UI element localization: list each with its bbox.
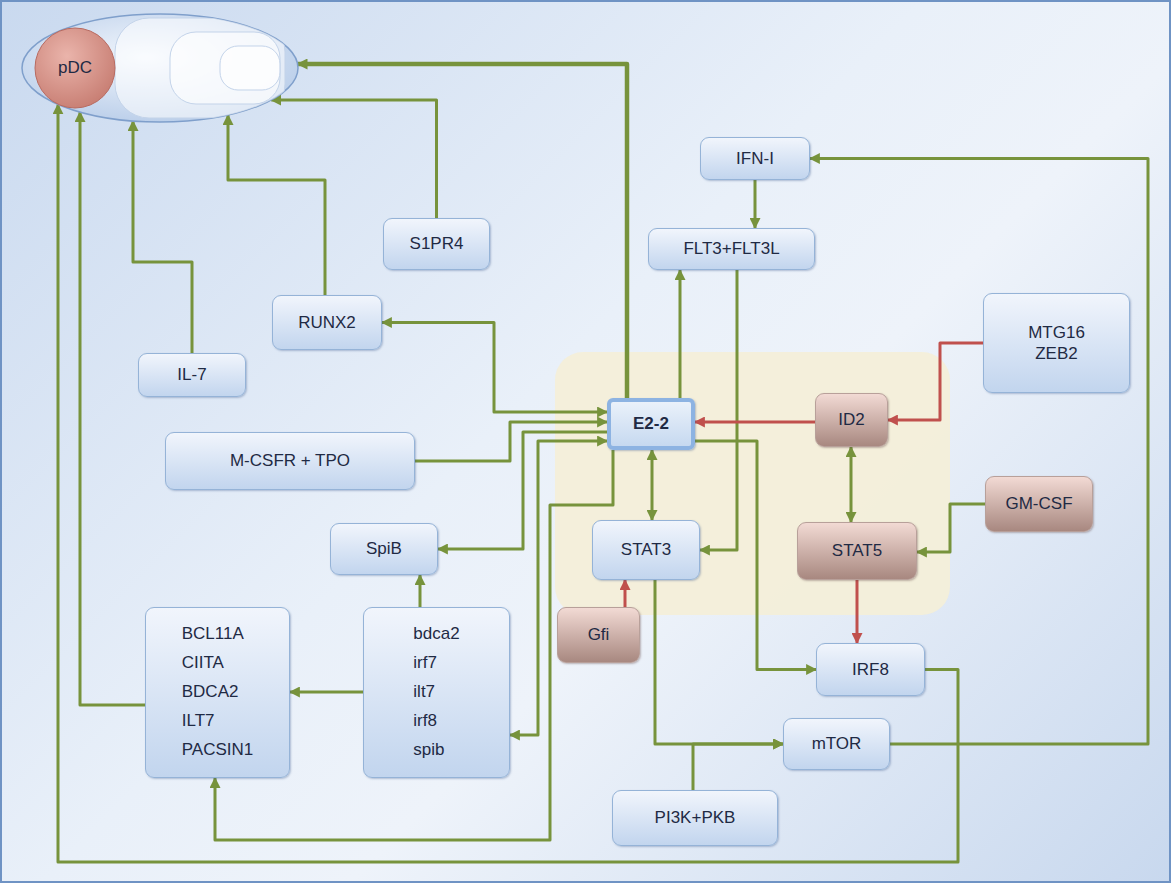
activation-arrow: [271, 100, 436, 218]
activation-arrow: [228, 115, 325, 295]
node-label: RUNX2: [298, 312, 356, 333]
node-label: PI3K+PKB: [655, 807, 736, 828]
inhibition-arrow: [856, 580, 859, 643]
activation-arrow: [655, 580, 783, 744]
node-label: E2-2: [633, 413, 669, 434]
activation-arrow: [850, 447, 853, 522]
node-label: S1PR4: [410, 233, 464, 254]
inhibition-arrow: [888, 343, 983, 420]
node-label: GM-CSF: [1005, 493, 1072, 514]
process-box: mTOR: [783, 718, 890, 770]
process-box: PI3K+PKB: [612, 790, 778, 846]
process-box: bdca2 irf7 ilt7 irf8 spib: [363, 607, 510, 778]
activation-arrow: [382, 323, 607, 413]
activation-arrow: [700, 270, 737, 550]
activation-arrow: [810, 159, 1148, 745]
activation-arrow: [754, 180, 757, 228]
process-box: IL-7: [138, 353, 246, 397]
inhibitor-box: ID2: [815, 393, 888, 447]
activation-arrow: [133, 121, 192, 353]
inhibition-arrow: [695, 421, 815, 424]
activation-arrow: [438, 432, 607, 549]
node-label: Gfi: [588, 624, 610, 645]
node-label: STAT3: [621, 539, 671, 560]
activation-arrow: [510, 441, 607, 735]
node-label: pDC: [40, 57, 110, 78]
activation-arrow: [290, 691, 363, 694]
node-label: STAT5: [832, 540, 882, 561]
process-box: STAT3: [592, 520, 700, 580]
node-label: mTOR: [812, 733, 862, 754]
fold: [115, 18, 285, 118]
cell-ellipse: pDC: [20, 12, 300, 124]
membrane-folds: [115, 18, 285, 118]
activation-arrow: [419, 575, 422, 607]
activation-arrow: [58, 104, 958, 862]
node-label: MTG16 ZEB2: [1028, 322, 1085, 365]
node-label: IFN-I: [736, 148, 774, 169]
process-box: FLT3+FLT3L: [648, 228, 815, 270]
fold: [170, 32, 280, 104]
node-label: bdca2 irf7 ilt7 irf8 spib: [413, 620, 459, 764]
activation-arrow: [651, 450, 654, 520]
activation-arrow: [693, 744, 783, 790]
nucleus: [35, 28, 115, 108]
inhibition-arrow: [624, 580, 627, 607]
node-label: IRF8: [852, 659, 889, 680]
node-label: ID2: [838, 409, 864, 430]
process-box: RUNX2: [272, 295, 382, 350]
process-box: BCL11A CIITA BDCA2 ILT7 PACSIN1: [145, 607, 290, 778]
process-box: SpiB: [330, 523, 438, 575]
process-box: S1PR4: [383, 218, 490, 270]
inhibitor-box: Gfi: [557, 607, 640, 663]
cell-body: [22, 14, 298, 122]
inhibitor-box: STAT5: [797, 522, 917, 580]
process-box: M-CSFR + TPO: [165, 432, 415, 490]
activation-arrow: [917, 504, 985, 552]
node-label: FLT3+FLT3L: [683, 238, 779, 259]
node-label: IL-7: [177, 364, 206, 385]
node-label: M-CSFR + TPO: [230, 450, 350, 471]
node-label: BCL11A CIITA BDCA2 ILT7 PACSIN1: [182, 620, 253, 764]
activation-arrow: [80, 112, 145, 705]
process-box: IFN-I: [700, 137, 810, 180]
inhibitor-box: GM-CSF: [985, 476, 1093, 532]
process-box: IRF8: [816, 643, 925, 696]
process-box: MTG16 ZEB2: [983, 293, 1130, 393]
fold: [220, 46, 280, 90]
activation-arrow: [679, 270, 682, 398]
central-factor-box: E2-2: [607, 398, 695, 450]
node-label: SpiB: [366, 538, 402, 559]
